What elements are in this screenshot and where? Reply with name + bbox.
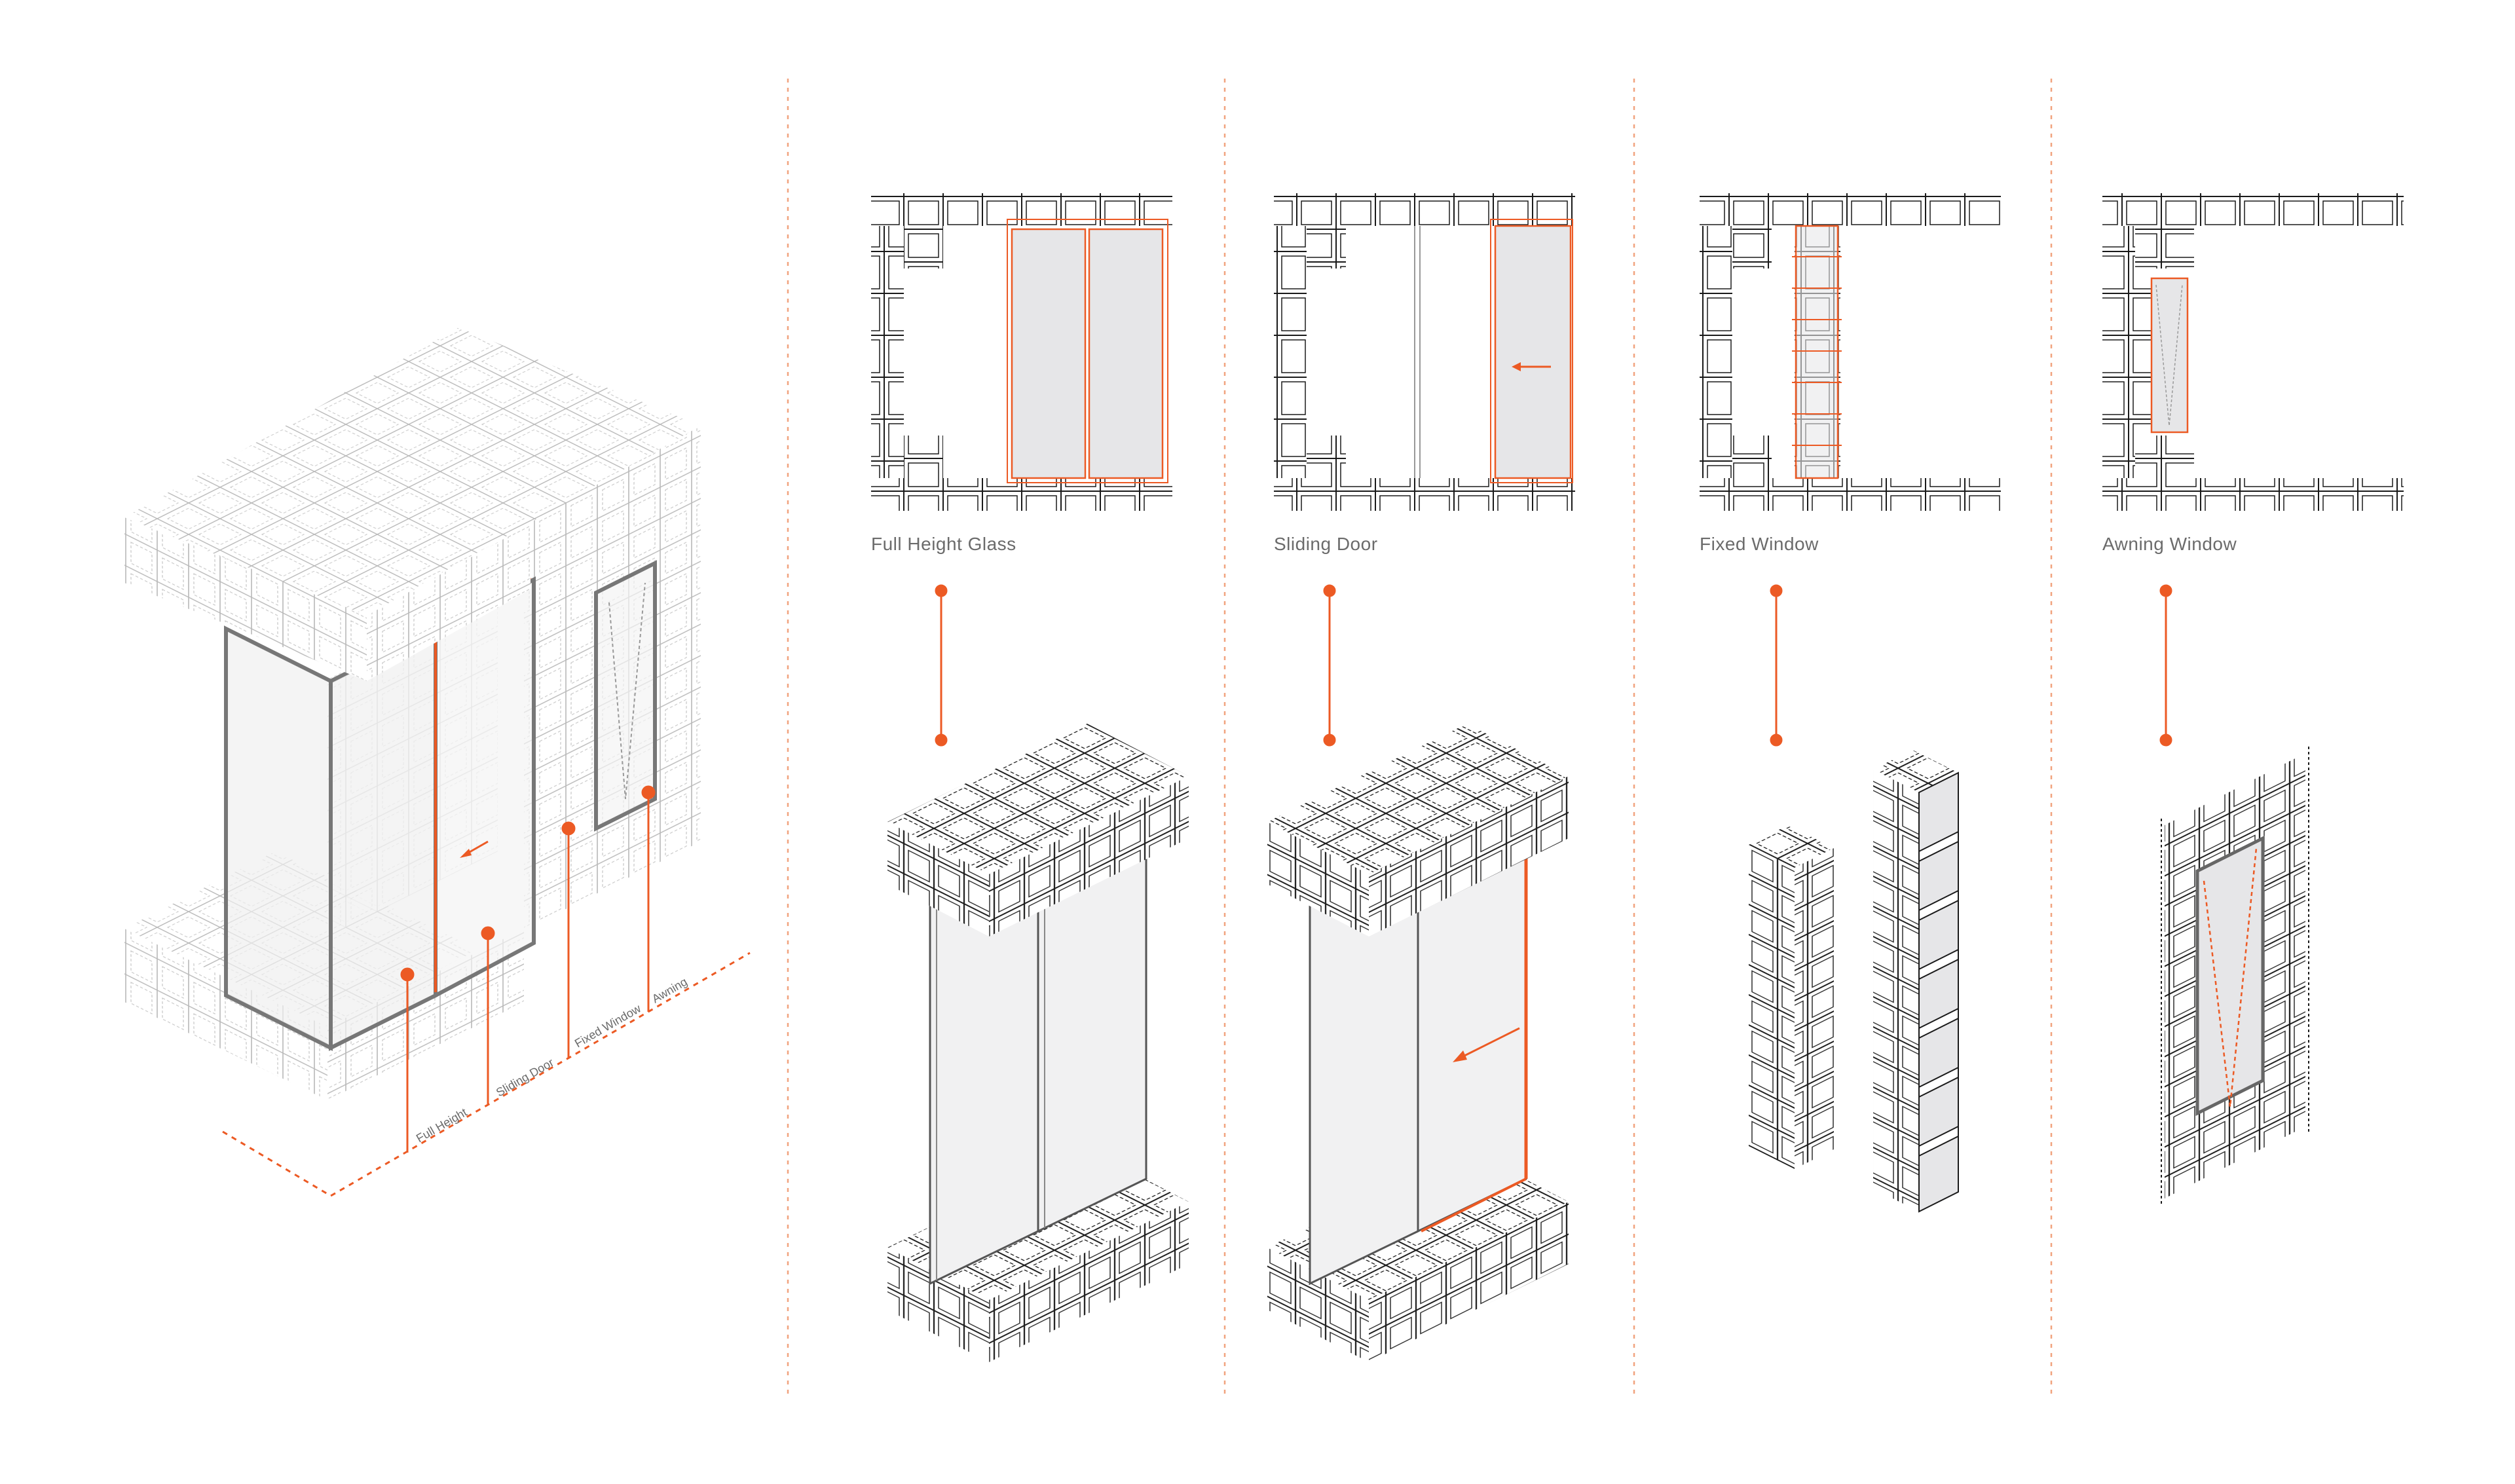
full-height-glass-left <box>224 625 333 1051</box>
label-fixed-window: Fixed Window <box>572 1001 644 1050</box>
overview-isometric: Full Height Sliding Door Fixed Window Aw… <box>124 327 751 1197</box>
full-height-glass-front <box>329 625 438 1051</box>
caption-fixed-window: Fixed Window <box>1700 534 1819 554</box>
roof-left <box>124 517 367 681</box>
roof-front <box>367 524 531 681</box>
iso-full-height-glass <box>887 724 1189 1362</box>
label-full-height: Full Height <box>414 1105 470 1145</box>
caption-awning-window: Awning Window <box>2102 534 2237 554</box>
iso-awning-window <box>2161 747 2309 1205</box>
sliding-door-arrowhead <box>460 849 472 858</box>
connectors <box>935 584 2172 747</box>
plan-full-height-glass: Full Height Glass <box>871 193 1172 554</box>
plan-fixed-window: Fixed Window <box>1700 193 2001 554</box>
plan-awning-window: Awning Window <box>2102 193 2404 554</box>
label-awning: Awning <box>650 975 690 1006</box>
roof-top <box>124 327 701 616</box>
awning-hinge <box>608 582 646 800</box>
overview-leaders <box>400 785 656 1153</box>
base-slab-left <box>124 929 327 1100</box>
caption-sliding-door: Sliding Door <box>1274 534 1378 554</box>
caption-full-height-glass: Full Height Glass <box>871 534 1016 554</box>
plan-sliding-door: Sliding Door <box>1274 193 1575 554</box>
iso-fixed-window <box>1749 750 1959 1213</box>
label-sliding-door: Sliding Door <box>494 1056 556 1099</box>
awning-window-glass <box>594 560 657 832</box>
iso-sliding-door <box>1267 724 1569 1362</box>
